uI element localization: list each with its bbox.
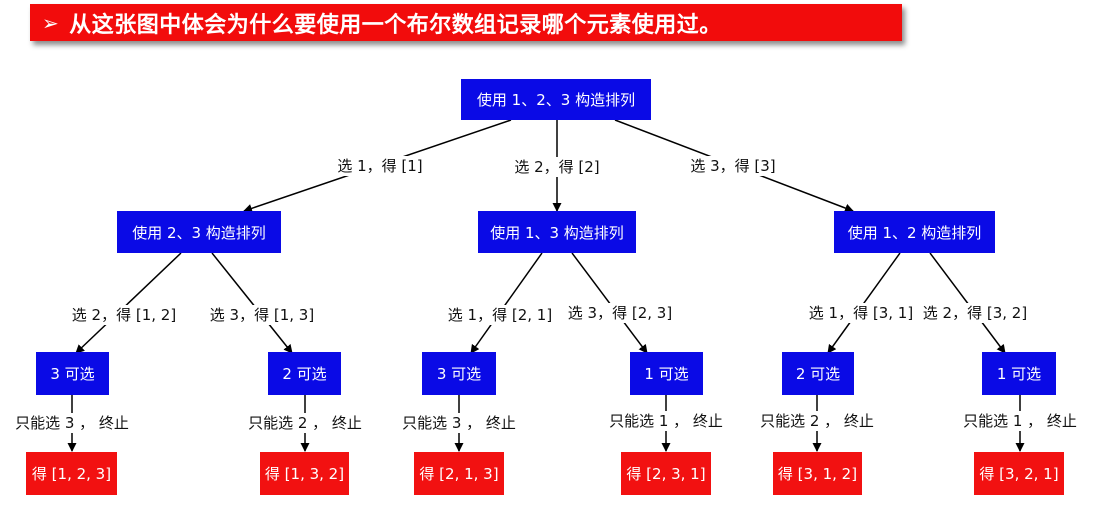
root-node-label: 使用 1、2、3 构造排列 — [476, 91, 636, 109]
edge-label-l2-4: 只能选 1 ， 终止 — [607, 411, 725, 431]
banner-title: 从这张图中体会为什么要使用一个布尔数组记录哪个元素使用过。 — [69, 12, 722, 38]
result-node-label: 得 [1, 2, 3] — [31, 465, 112, 483]
level1-node: 使用 1、3 构造排列 — [478, 211, 636, 253]
level2-node: 3 可选 — [36, 352, 109, 395]
level2-node-label: 1 可选 — [644, 365, 689, 383]
edge-label-l2-6: 只能选 1 ， 终止 — [961, 411, 1079, 431]
edge-label-l1c-1: 选 1，得 [3, 1] — [806, 303, 916, 323]
level2-node: 2 可选 — [268, 352, 341, 395]
edge-l1a-1 — [75, 252, 182, 354]
edge-label-l1a-2: 选 3，得 [1, 3] — [207, 305, 317, 325]
result-node: 得 [2, 3, 1] — [621, 452, 711, 495]
level2-node: 1 可选 — [630, 352, 703, 395]
edge-label-root-1: 选 1，得 [1] — [335, 156, 425, 176]
level2-node-label: 2 可选 — [795, 365, 841, 383]
level1-node-label: 使用 2、3 构造排列 — [132, 223, 266, 242]
edge-label-root-3: 选 3，得 [3] — [688, 156, 778, 176]
result-node: 得 [1, 3, 2] — [260, 452, 349, 495]
level1-node: 使用 2、3 构造排列 — [117, 211, 281, 253]
edge-label-l2-2: 只能选 2 ， 终止 — [246, 413, 364, 433]
level2-node-label: 2 可选 — [282, 365, 327, 383]
arrow-bullet-icon: ➢ — [42, 10, 60, 35]
result-node: 得 [3, 1, 2] — [773, 452, 862, 495]
root-node: 使用 1、2、3 构造排列 — [461, 79, 651, 120]
edge-l1b-1 — [470, 252, 543, 354]
level1-node-label: 使用 1、2 构造排列 — [847, 223, 982, 242]
result-node-label: 得 [2, 1, 3] — [419, 465, 499, 483]
title-banner: ➢ 从这张图中体会为什么要使用一个布尔数组记录哪个元素使用过。 — [30, 4, 902, 41]
level2-node-label: 3 可选 — [50, 365, 95, 383]
edge-label-l2-3: 只能选 3 ， 终止 — [400, 413, 518, 433]
edge-label-root-2: 选 2，得 [2] — [512, 157, 602, 177]
level2-node-label: 1 可选 — [996, 365, 1042, 383]
result-node: 得 [1, 2, 3] — [26, 452, 117, 495]
level2-node: 1 可选 — [982, 352, 1056, 395]
edge-label-l2-5: 只能选 2 ， 终止 — [758, 411, 876, 431]
edge-label-l1b-2: 选 3，得 [2, 3] — [565, 303, 675, 323]
result-node: 得 [2, 1, 3] — [414, 452, 504, 495]
result-node-label: 得 [3, 2, 1] — [979, 465, 1059, 483]
edge-label-l1b-1: 选 1，得 [2, 1] — [445, 305, 555, 325]
edge-label-l2-1: 只能选 3 ， 终止 — [13, 413, 131, 433]
edge-label-l1c-2: 选 2，得 [3, 2] — [920, 303, 1030, 323]
level2-node-label: 3 可选 — [436, 365, 482, 383]
result-node-label: 得 [3, 1, 2] — [777, 465, 858, 483]
level1-node: 使用 1、2 构造排列 — [834, 211, 995, 253]
level2-node: 2 可选 — [782, 352, 854, 395]
result-node-label: 得 [1, 3, 2] — [264, 465, 345, 483]
edge-label-l1a-1: 选 2，得 [1, 2] — [69, 305, 179, 325]
result-node-label: 得 [2, 3, 1] — [626, 465, 706, 483]
level2-node: 3 可选 — [422, 352, 496, 395]
result-node: 得 [3, 2, 1] — [974, 452, 1064, 495]
edge-l1a-2 — [211, 252, 293, 354]
level1-node-label: 使用 1、3 构造排列 — [490, 223, 624, 242]
